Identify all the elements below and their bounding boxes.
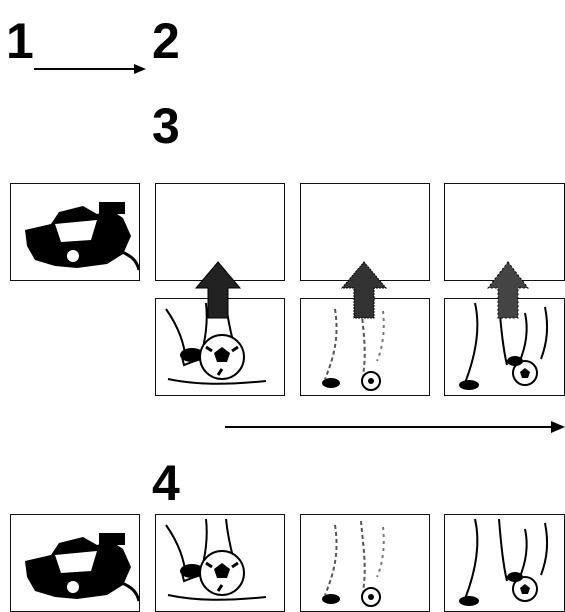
up-arrow-3 [488,262,528,318]
panel-camera-row4 [10,514,140,612]
up-arrow-2 [342,262,386,318]
soccer-faded-drawing [301,515,430,612]
soccer-closeup-drawing [156,515,285,612]
panel-soccer-faded-row4 [300,514,430,612]
panel-soccer-wide-row4 [444,514,565,612]
camera-icon [11,515,140,612]
up-arrow-1 [196,262,240,318]
panel-soccer-closeup-row4 [155,514,285,612]
soccer-wide-drawing [445,515,565,612]
